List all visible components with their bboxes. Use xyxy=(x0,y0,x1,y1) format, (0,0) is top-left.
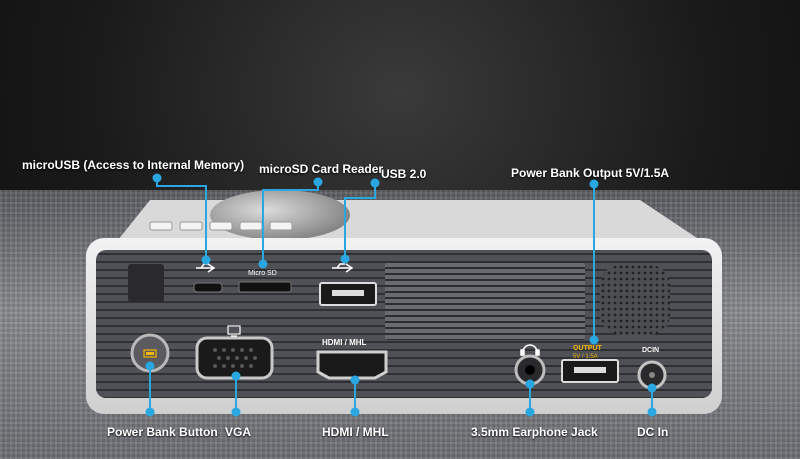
battery-icon xyxy=(143,349,157,358)
hdmi-marking: HDMI / MHL xyxy=(322,338,367,347)
micro-sd-marking: Micro SD xyxy=(248,270,277,277)
lens-dome xyxy=(210,190,350,240)
ir-sensor xyxy=(128,264,164,302)
label-power-output: Power Bank Output 5V/1.5A xyxy=(511,166,670,180)
top-buttons xyxy=(149,221,293,231)
label-micro-sd: microSD Card Reader xyxy=(259,162,384,176)
output-marking-line1: OUTPUT xyxy=(573,345,603,352)
label-usb: USB 2.0 xyxy=(381,167,427,181)
label-power-button: Power Bank Button xyxy=(107,425,218,439)
micro-usb-port xyxy=(193,282,223,293)
label-hdmi: HDMI / MHL xyxy=(322,425,389,439)
monitor-icon xyxy=(227,325,241,337)
micro-sd-slot xyxy=(238,281,292,293)
vent-grill xyxy=(385,262,585,340)
headphone-icon xyxy=(520,344,540,356)
hdmi-port xyxy=(316,350,388,380)
label-dc-in: DC In xyxy=(637,425,669,439)
output-marking-line2: 5V / 1.5A xyxy=(573,354,598,360)
callout-lines xyxy=(145,173,657,417)
label-micro-usb: microUSB (Access to Internal Memory) xyxy=(22,158,245,172)
usb-icon xyxy=(332,263,354,273)
speaker-grill xyxy=(600,265,670,335)
dcin-marking: DCIN xyxy=(642,347,659,354)
label-earphone: 3.5mm Earphone Jack xyxy=(471,425,598,439)
label-vga: VGA xyxy=(225,425,252,439)
